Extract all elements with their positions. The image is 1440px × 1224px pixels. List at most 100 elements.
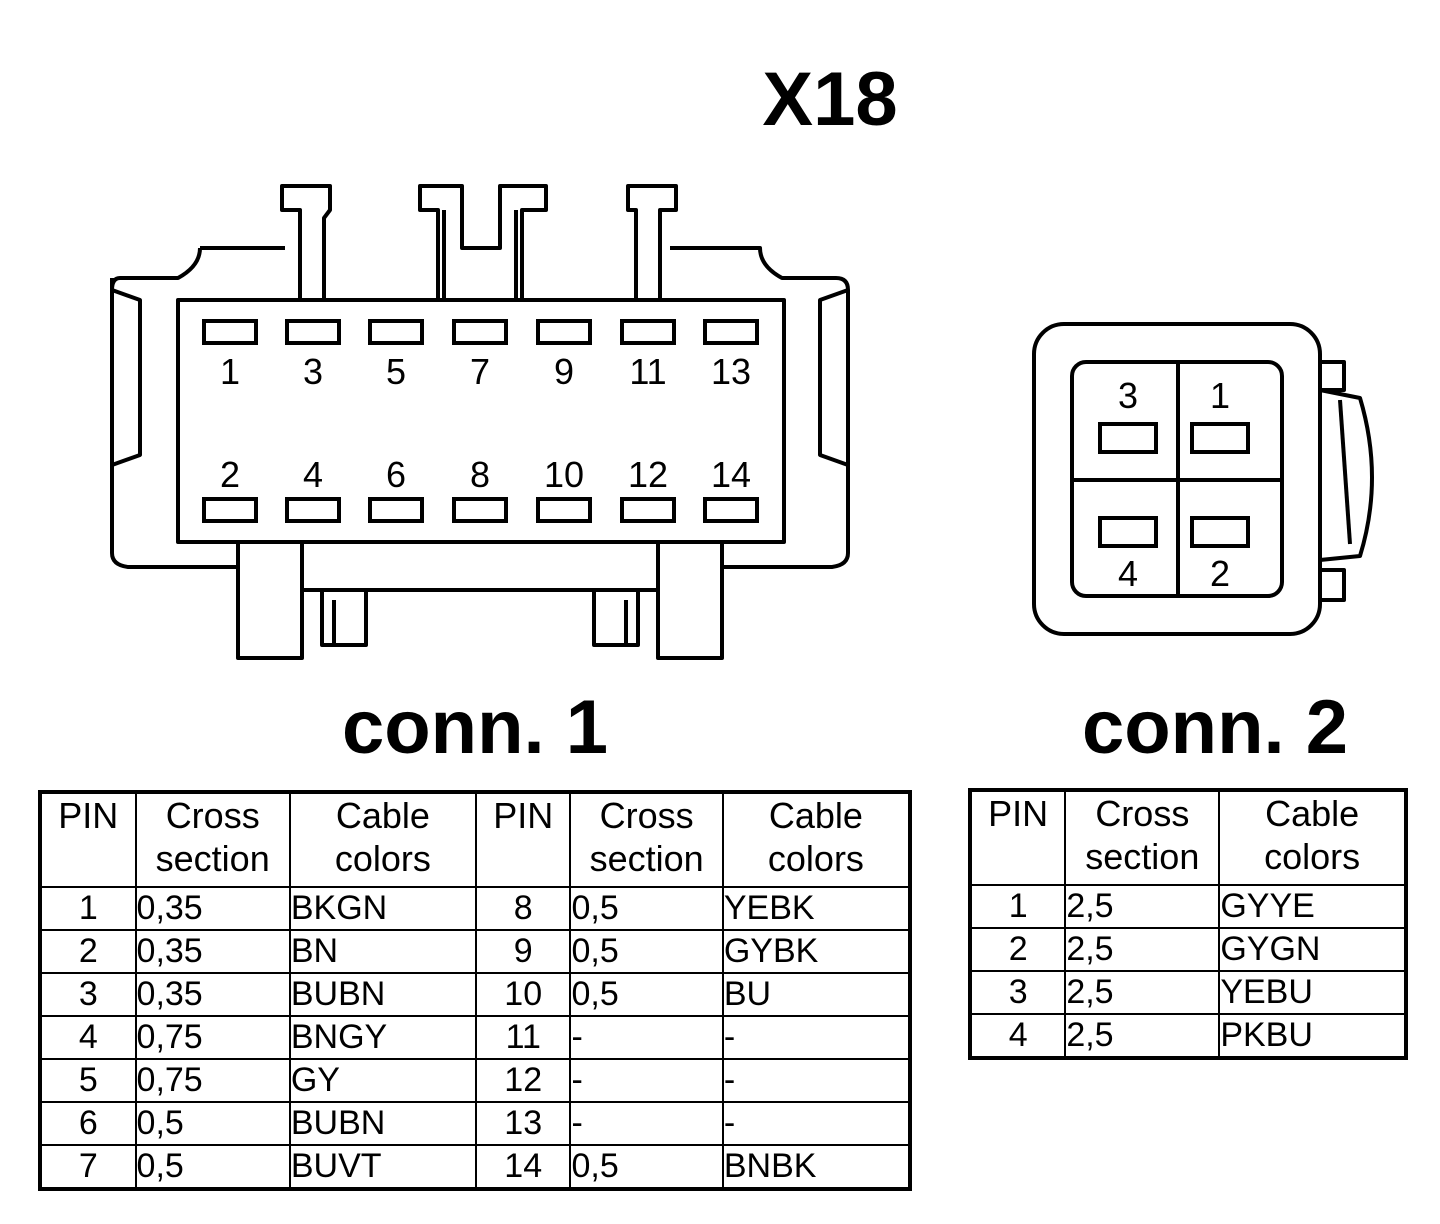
conn2-housing (1032, 322, 1322, 636)
pin-contact (703, 497, 759, 523)
cable-color-cell: BUVT (288, 1144, 477, 1190)
pin-contact (368, 319, 424, 345)
pin-cell: 4 (968, 1013, 1067, 1059)
column-header-line: section (155, 838, 270, 879)
pin-cell: 11 (474, 1015, 572, 1060)
pin-cell: 9 (474, 929, 572, 974)
pin-cell: 13 (474, 1101, 572, 1146)
pin-number: 6 (386, 454, 406, 495)
pin-cell: 2 (968, 927, 1067, 972)
pin-contact (1190, 422, 1250, 454)
cross-section-cell: - (569, 1101, 724, 1146)
pin-contact (620, 497, 676, 523)
cross-section-cell: 0,35 (134, 929, 291, 974)
pin-contact (452, 319, 508, 345)
pin-contact (285, 497, 341, 523)
pin-cell: 1 (968, 884, 1067, 929)
pin-number: 11 (629, 351, 666, 392)
column-header: PIN (474, 791, 572, 888)
cable-color-cell: BUBN (288, 972, 477, 1017)
pin-cell: 8 (474, 886, 572, 931)
column-header-line: Cable (1265, 793, 1360, 834)
column-header-line: section (1085, 836, 1200, 877)
column-header-line: colors (334, 838, 431, 879)
cross-section-cell: 0,5 (569, 929, 724, 974)
column-header-line: Cross (1095, 793, 1190, 834)
column-header: PIN (968, 789, 1067, 886)
cable-color-cell: YEBK (721, 886, 912, 931)
cable-color-cell: BU (721, 972, 912, 1017)
cable-color-cell: GYBK (721, 929, 912, 974)
cross-section-cell: 0,5 (569, 1144, 724, 1190)
cross-section-cell: 0,75 (134, 1058, 291, 1103)
conn1-pin-field (176, 298, 786, 544)
cable-color-cell: BNBK (721, 1144, 912, 1190)
pin-cell: 7 (39, 1144, 137, 1190)
column-header-line: Cable (335, 795, 430, 836)
pin-number: 3 (1118, 375, 1138, 416)
column-header-line: Cross (599, 795, 694, 836)
pin-number: 5 (386, 351, 406, 392)
pin-contact (1098, 422, 1158, 454)
column-header-line: colors (1264, 836, 1361, 877)
cable-color-cell: - (721, 1101, 912, 1146)
pin-number: 1 (220, 351, 240, 392)
column-header-line: Cross (165, 795, 260, 836)
pin-number: 1 (1210, 375, 1230, 416)
column-header-line: PIN (493, 795, 554, 836)
pin-number: 4 (1118, 553, 1138, 594)
conn2-latch (1319, 388, 1374, 562)
pin-number: 9 (554, 351, 574, 392)
cable-color-cell: BN (288, 929, 477, 974)
cross-section-cell: 2,5 (1064, 927, 1221, 972)
cable-color-cell: GYYE (1218, 884, 1407, 929)
pin-contact (620, 319, 676, 345)
latch-tab (280, 184, 332, 300)
cable-color-cell: GYGN (1218, 927, 1407, 972)
cross-section-cell: 0,35 (134, 972, 291, 1017)
diagram-title: X18 (762, 57, 898, 142)
column-header-line: colors (767, 838, 864, 879)
cable-color-cell: GY (288, 1058, 477, 1103)
cross-section-cell: 2,5 (1064, 970, 1221, 1015)
pin-cell: 1 (39, 886, 137, 931)
pin-cell: 3 (968, 970, 1067, 1015)
cross-section-cell: 0,75 (134, 1015, 291, 1060)
pin-number: 3 (303, 351, 323, 392)
cross-section-cell: 0,5 (569, 972, 724, 1017)
pin-cell: 3 (39, 972, 137, 1017)
conn1-leg (656, 542, 724, 660)
cross-section-cell: 0,5 (569, 886, 724, 931)
pin-contact (452, 497, 508, 523)
pin-cell: 12 (474, 1058, 572, 1103)
cross-section-cell: 0,5 (134, 1101, 291, 1146)
pin-contact (536, 497, 592, 523)
cable-color-cell: BNGY (288, 1015, 477, 1060)
column-header: PIN (39, 791, 137, 888)
column-header-line: section (589, 838, 704, 879)
column-header-line: PIN (988, 793, 1049, 834)
pin-cell: 4 (39, 1015, 137, 1060)
pin-contact (202, 497, 258, 523)
column-header-line: PIN (58, 795, 119, 836)
pin-number: 10 (544, 454, 584, 495)
pin-number: 14 (711, 454, 751, 495)
pin-contact (368, 497, 424, 523)
column-header-line: Cable (768, 795, 863, 836)
